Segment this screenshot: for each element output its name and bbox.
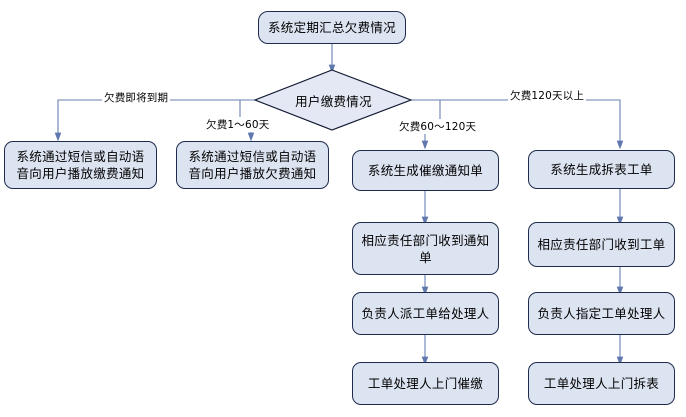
node-decision[interactable]: 用户缴费情况 <box>255 70 412 130</box>
node-label: 系统通过短信或自动语音向用户播放欠费通知 <box>188 149 317 181</box>
node-label: 相应责任部门收到通知单 <box>361 232 490 265</box>
node-days-over-120-step-3[interactable]: 负责人指定工单处理人 <box>528 292 675 335</box>
node-label: 工单处理人上门催缴 <box>367 376 484 391</box>
node-days-60-120-step-3[interactable]: 负责人派工单给处理人 <box>352 292 499 335</box>
node-label: 负责人指定工单处理人 <box>537 306 666 321</box>
edge-label-days-1-60-text: 欠费1～60天 <box>206 119 270 131</box>
node-days-over-120-step-1[interactable]: 系统生成拆表工单 <box>528 150 675 189</box>
node-label: 系统生成拆表工单 <box>550 162 653 177</box>
node-days-over-120-step-2[interactable]: 相应责任部门收到工单 <box>528 222 675 267</box>
node-near-due-step-1[interactable]: 系统通过短信或自动语音向用户播放缴费通知 <box>4 141 157 189</box>
edge-decision-left-spine <box>54 99 255 142</box>
edge-label-days-over-120-text: 欠费120天以上 <box>510 90 585 102</box>
node-start[interactable]: 系统定期汇总欠费情况 <box>258 11 406 44</box>
node-label: 系统通过短信或自动语音向用户播放缴费通知 <box>16 149 145 181</box>
edge-label-days-over-120: 欠费120天以上 <box>508 88 587 103</box>
edge-label-days-60-120-text: 欠费60～120天 <box>399 121 477 133</box>
edge-decision-right-spine <box>411 99 624 150</box>
node-label: 系统生成催缴通知单 <box>367 163 484 178</box>
node-label: 工单处理人上门拆表 <box>543 376 660 391</box>
node-days-1-60-step-1[interactable]: 系统通过短信或自动语音向用户播放欠费通知 <box>176 141 329 189</box>
node-days-60-120-step-1[interactable]: 系统生成催缴通知单 <box>352 150 499 191</box>
edge-label-days-60-120: 欠费60～120天 <box>397 119 479 134</box>
decision-diamond-shape <box>253 69 413 131</box>
edge-label-days-1-60: 欠费1～60天 <box>204 117 272 132</box>
node-days-60-120-step-2[interactable]: 相应责任部门收到通知单 <box>352 222 499 275</box>
edge-label-near-due: 欠费即将到期 <box>102 90 171 105</box>
node-start-label: 系统定期汇总欠费情况 <box>267 20 396 35</box>
node-days-over-120-step-4[interactable]: 工单处理人上门拆表 <box>528 362 675 405</box>
node-days-60-120-step-4[interactable]: 工单处理人上门催缴 <box>352 362 499 405</box>
node-label: 相应责任部门收到工单 <box>537 237 666 252</box>
node-decision-label: 用户缴费情况 <box>295 93 372 109</box>
node-label: 负责人派工单给处理人 <box>361 306 490 321</box>
edge-label-near-due-text: 欠费即将到期 <box>104 92 169 104</box>
